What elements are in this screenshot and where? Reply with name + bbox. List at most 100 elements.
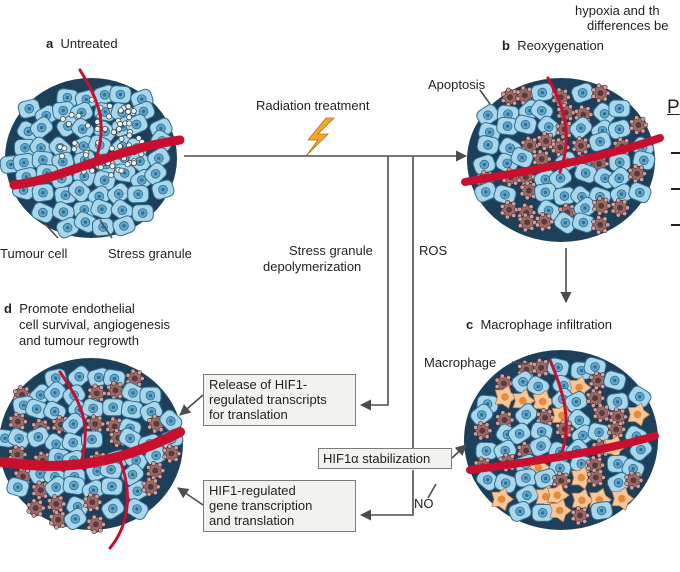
cell-nucleolus bbox=[618, 160, 622, 165]
apoptotic-nucleus bbox=[633, 170, 640, 177]
apoptotic-bleb bbox=[60, 511, 66, 517]
apoptotic-bleb bbox=[613, 407, 619, 412]
apoptotic-bleb bbox=[92, 383, 98, 389]
apoptotic-bleb bbox=[51, 425, 57, 431]
stress-granule bbox=[61, 145, 68, 152]
apoptotic-bleb bbox=[125, 372, 131, 378]
apoptotic-bleb bbox=[620, 408, 626, 414]
apoptotic-bleb bbox=[152, 428, 158, 434]
apoptotic-bleb bbox=[8, 422, 14, 428]
cell-nucleolus bbox=[616, 481, 621, 485]
apoptotic-bleb bbox=[596, 438, 602, 444]
cell-nucleolus bbox=[579, 126, 583, 130]
apoptotic-bleb bbox=[551, 98, 557, 103]
cell-nucleolus bbox=[21, 188, 26, 192]
apoptotic-bleb bbox=[600, 395, 605, 401]
cell-nucleolus bbox=[71, 441, 75, 445]
apoptotic-bleb bbox=[615, 212, 621, 218]
apoptotic-bleb bbox=[147, 418, 153, 423]
apoptotic-bleb bbox=[531, 182, 536, 188]
panel-d-title-line-2: cell survival, angiogenesis bbox=[19, 317, 171, 332]
apoptotic-bleb bbox=[570, 509, 576, 515]
apoptotic-bleb bbox=[506, 375, 511, 380]
apoptotic-bleb bbox=[600, 372, 606, 378]
apoptotic-bleb bbox=[152, 490, 158, 496]
panel-d-letter: d bbox=[4, 301, 12, 316]
cell-nucleolus bbox=[563, 221, 567, 225]
apoptotic-bleb bbox=[117, 382, 123, 387]
cell-nucleolus bbox=[134, 122, 139, 127]
vessel-a bbox=[9, 135, 185, 190]
macrophage-nucleus bbox=[633, 410, 642, 419]
transcription-line-2: gene transcription bbox=[209, 498, 313, 513]
vessel-c-branch bbox=[548, 358, 568, 460]
cell-nucleolus bbox=[130, 472, 135, 477]
stress-granule bbox=[110, 129, 117, 136]
apoptotic-bleb bbox=[473, 425, 479, 430]
stress-granule bbox=[97, 164, 104, 171]
apoptotic-bleb bbox=[147, 424, 153, 430]
apoptotic-bleb bbox=[643, 122, 649, 128]
cell-nucleolus bbox=[134, 458, 138, 463]
cell-nucleolus bbox=[27, 107, 31, 111]
apoptotic-bleb bbox=[106, 384, 112, 390]
apoptotic-bleb bbox=[535, 222, 540, 228]
apoptotic-bleb bbox=[520, 140, 526, 145]
apoptotic-bleb bbox=[536, 141, 542, 147]
apoptotic-bleb bbox=[499, 373, 505, 379]
apoptotic-bleb bbox=[484, 434, 490, 439]
apoptotic-bleb bbox=[516, 445, 522, 450]
apoptotic-bleb bbox=[551, 148, 556, 153]
apoptotic-bleb bbox=[555, 423, 561, 429]
cell-nucleolus bbox=[583, 171, 588, 175]
apoptotic-nucleus bbox=[613, 426, 620, 433]
apoptotic-bleb bbox=[603, 209, 609, 215]
tumour-cluster-macrophage bbox=[464, 350, 658, 530]
apoptotic-bleb bbox=[597, 210, 603, 216]
cell-nucleolus bbox=[17, 436, 21, 441]
cell-nucleolus bbox=[103, 110, 107, 114]
apoptotic-bleb bbox=[532, 149, 537, 155]
apoptotic-bleb bbox=[473, 460, 479, 466]
panel-a-letter: a bbox=[46, 36, 54, 51]
apoptotic-bleb bbox=[585, 106, 591, 112]
apoptotic-bleb bbox=[558, 206, 563, 212]
cell-nucleolus bbox=[523, 122, 528, 127]
apoptotic-bleb bbox=[537, 149, 543, 155]
cell-nucleolus bbox=[80, 127, 85, 131]
apoptotic-bleb bbox=[500, 410, 506, 416]
vessel-a-branch bbox=[78, 68, 103, 164]
apoptotic-bleb bbox=[583, 137, 588, 143]
release-line-2: regulated transcripts bbox=[209, 392, 327, 407]
cell-nucleolus bbox=[148, 393, 153, 398]
apoptotic-bleb bbox=[500, 91, 506, 97]
apoptotic-bleb bbox=[591, 388, 596, 394]
apoptotic-nucleus bbox=[538, 156, 545, 163]
apoptotic-nucleus bbox=[524, 219, 531, 226]
apoptotic-bleb bbox=[629, 119, 634, 125]
apoptotic-bleb bbox=[555, 130, 561, 136]
vessel-d bbox=[0, 427, 185, 471]
stress-granule bbox=[71, 140, 78, 146]
cell-nucleolus bbox=[140, 97, 144, 101]
cell-nucleolus bbox=[41, 191, 45, 195]
apoptotic-bleb bbox=[565, 94, 571, 100]
apoptotic-bleb bbox=[557, 471, 562, 476]
cell-nucleolus bbox=[599, 508, 604, 513]
cell-nucleolus bbox=[581, 433, 585, 438]
apoptotic-bleb bbox=[608, 411, 614, 417]
apoptotic-bleb bbox=[600, 384, 606, 389]
apoptotic-nucleus bbox=[594, 377, 601, 384]
cell-nucleolus bbox=[619, 192, 624, 196]
panel-c-title-text: Macrophage infiltration bbox=[480, 317, 612, 332]
stress-granule bbox=[126, 114, 133, 121]
cell-nucleolus bbox=[613, 378, 617, 383]
apoptotic-bleb bbox=[31, 513, 37, 518]
stress-granule bbox=[125, 108, 132, 115]
apoptotic-bleb bbox=[520, 85, 526, 91]
cell-nucleolus bbox=[558, 466, 562, 470]
cell-nucleolus bbox=[141, 211, 145, 215]
apoptotic-bleb bbox=[541, 407, 546, 413]
apoptotic-bleb bbox=[602, 228, 608, 234]
cell-nucleolus bbox=[97, 194, 101, 199]
